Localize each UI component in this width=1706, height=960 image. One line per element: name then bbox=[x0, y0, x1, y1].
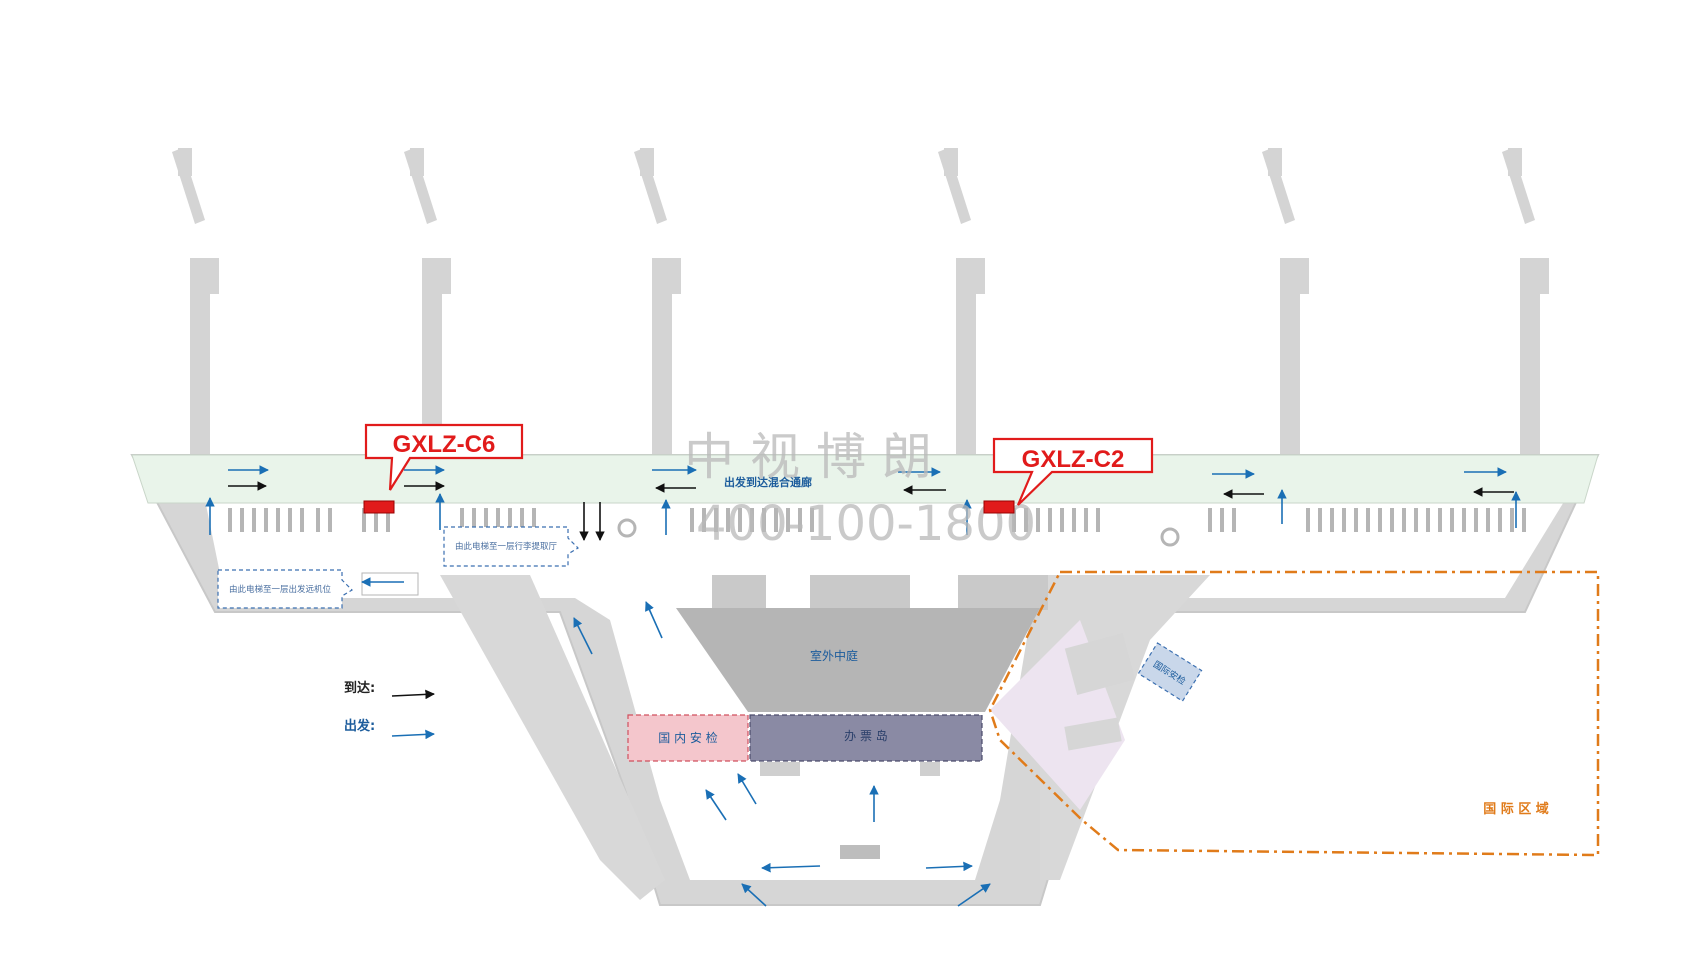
jet-bridge bbox=[404, 148, 451, 458]
international-security: 国际安检 bbox=[1137, 642, 1203, 702]
upper-block bbox=[958, 575, 1048, 610]
corridor-label: 出发到达混合通廊 bbox=[724, 475, 812, 489]
legend-departure-arrow bbox=[391, 729, 435, 740]
departure-arrows bbox=[205, 465, 1521, 907]
ad-spot-c6-label: GXLZ-C6 bbox=[393, 431, 496, 458]
courtyard-label: 室外中庭 bbox=[810, 648, 858, 663]
international-area-label: 国 际 区 域 bbox=[1483, 801, 1549, 817]
legend-arrival-arrow bbox=[391, 689, 435, 700]
lower-block bbox=[840, 845, 880, 859]
arrival-arrows bbox=[228, 481, 1514, 541]
ad-spot-c2-marker[interactable] bbox=[983, 500, 1015, 514]
upper-block bbox=[712, 575, 766, 610]
upper-block bbox=[810, 575, 910, 610]
international-boundary bbox=[988, 570, 1600, 857]
jet-bridge bbox=[1262, 148, 1309, 458]
international-block bbox=[1064, 717, 1122, 751]
column-marker bbox=[617, 518, 637, 538]
ad-spot-c2[interactable]: GXLZ-C2 bbox=[983, 437, 1154, 514]
jet-bridge bbox=[1502, 148, 1549, 458]
domestic-security-label: 国 内 安 检 bbox=[658, 730, 717, 745]
ticket-island bbox=[749, 714, 983, 762]
elevator-note-2: 由此电梯至一层行李提取厅 bbox=[443, 526, 579, 567]
column-marker bbox=[1160, 527, 1180, 547]
legend-departure-label: 出发: bbox=[344, 718, 375, 734]
elevator-note-1: 由此电梯至一层出发远机位 bbox=[217, 569, 419, 609]
legend: 到达: 出发: bbox=[344, 680, 435, 740]
ad-spot-c2-label: GXLZ-C2 bbox=[1022, 446, 1125, 473]
watermark-line-1: 中 视 博 朗 bbox=[684, 428, 932, 486]
jet-bridge bbox=[634, 148, 681, 458]
ad-spot-c6-marker[interactable] bbox=[363, 500, 395, 514]
jet-bridge bbox=[938, 148, 985, 458]
lower-block bbox=[760, 762, 800, 776]
international-block bbox=[1064, 633, 1136, 695]
jet-bridges bbox=[172, 148, 1549, 458]
lower-block bbox=[920, 762, 940, 776]
domestic-security-zone bbox=[627, 714, 749, 762]
jet-bridge bbox=[172, 148, 219, 458]
ad-spot-c6[interactable]: GXLZ-C6 bbox=[363, 423, 524, 514]
outdoor-courtyard bbox=[676, 608, 1040, 712]
gate-hatching bbox=[228, 508, 1526, 532]
elevator-note-2-text: 由此电梯至一层行李提取厅 bbox=[455, 541, 558, 552]
elevator-note-1-text: 由此电梯至一层出发远机位 bbox=[229, 584, 332, 595]
left-wing bbox=[440, 575, 665, 900]
ticket-island-label: 办 票 岛 bbox=[844, 728, 888, 743]
watermark-line-2: 400-100-1800 bbox=[696, 496, 1036, 552]
legend-arrival-label: 到达: bbox=[344, 680, 375, 696]
